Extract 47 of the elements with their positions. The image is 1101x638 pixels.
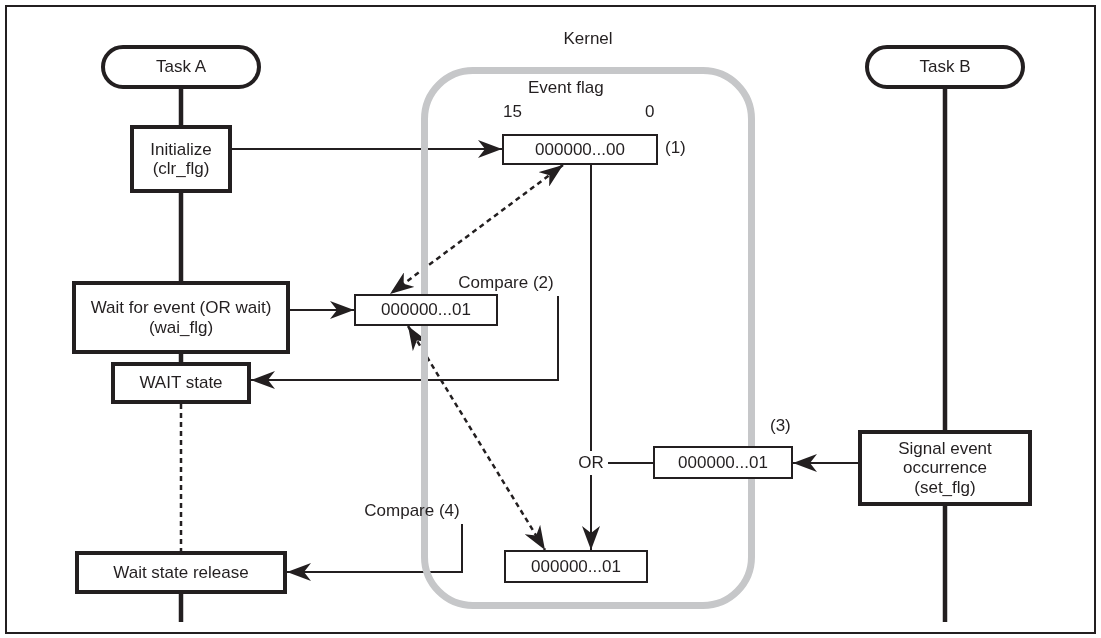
connector-line <box>590 164 592 452</box>
flag-register-box <box>502 134 658 165</box>
connector-line <box>607 462 654 464</box>
arrow <box>792 454 859 472</box>
flag-pattern-box <box>504 550 648 583</box>
bit-number: 0 <box>645 102 655 122</box>
register-title: Event flag <box>528 78 604 98</box>
lifeline <box>178 594 184 622</box>
box-text: 000000...00 <box>535 140 625 159</box>
box-text: Task B <box>919 57 971 77</box>
arrow <box>231 140 503 158</box>
compare-label: Compare (4) <box>364 501 460 521</box>
step-number: (3) <box>770 416 791 436</box>
lifeline <box>178 193 184 281</box>
process-box <box>130 125 232 193</box>
arrow <box>582 474 600 551</box>
lifeline <box>179 404 183 551</box>
arrow <box>286 523 463 581</box>
compare-label: Compare (2) <box>458 273 554 293</box>
box-text: Initialize (clr_flg) <box>149 139 213 179</box>
arrow <box>389 164 564 295</box>
box-text: Wait for event (OR wait) (wai_flg) <box>89 298 273 337</box>
task-terminal <box>865 45 1025 89</box>
state-box <box>111 362 251 404</box>
state-box <box>75 551 287 594</box>
box-text: Signal event occurrence (set_flg) <box>897 439 993 497</box>
flag-pattern-box <box>653 446 793 479</box>
flag-pattern-box <box>354 294 498 326</box>
lifeline <box>942 506 948 622</box>
task-terminal <box>101 45 261 89</box>
box-text: 000000...01 <box>531 557 621 576</box>
arrow <box>289 301 355 319</box>
process-box <box>858 430 1032 506</box>
lifeline <box>942 89 948 430</box>
process-box <box>72 281 290 354</box>
lifeline <box>178 89 184 125</box>
kernel-heading: Kernel <box>562 29 614 49</box>
box-text: Wait state release <box>113 563 249 582</box>
arrow <box>406 325 547 551</box>
step-number: (1) <box>665 138 686 158</box>
box-text: 000000...01 <box>381 300 471 320</box>
or-label: OR <box>578 453 604 473</box>
box-text: WAIT state <box>139 373 223 393</box>
arrow <box>250 295 559 389</box>
box-text: 000000...01 <box>678 453 768 472</box>
bit-number: 15 <box>503 102 522 122</box>
box-text: Task A <box>155 57 207 77</box>
